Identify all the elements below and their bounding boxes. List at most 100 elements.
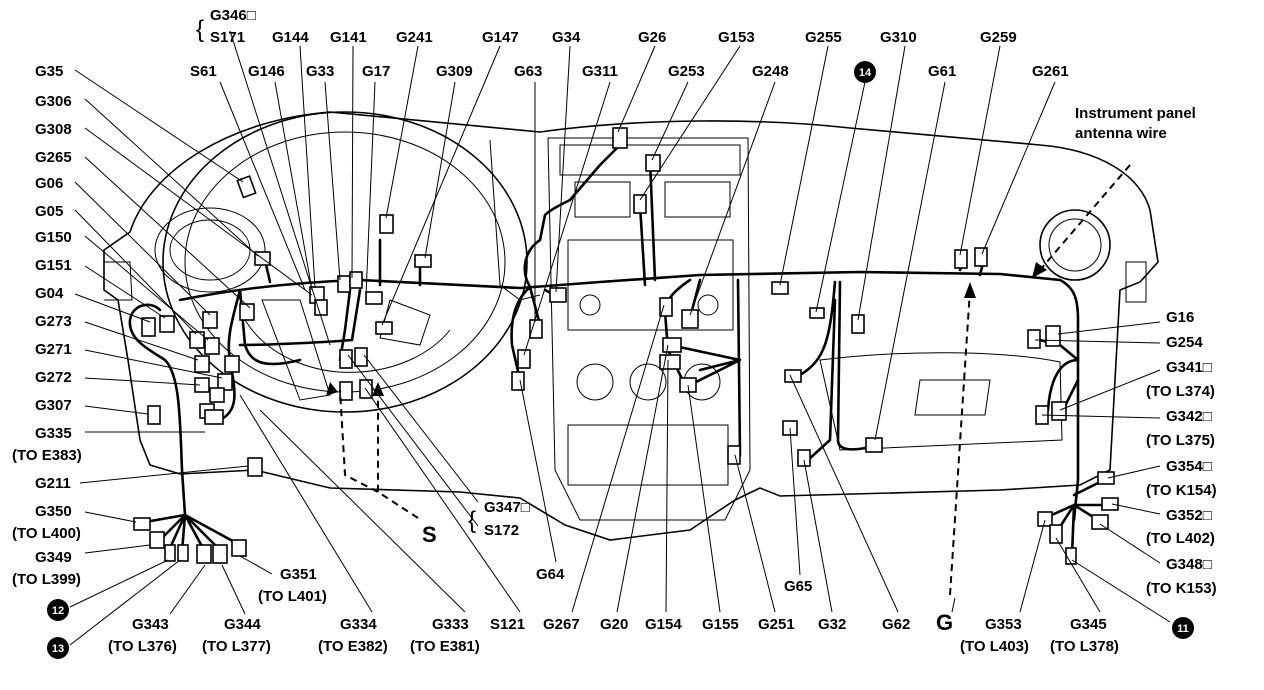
- label-g353-to: (TO L403): [960, 638, 1029, 655]
- label-g153: G153: [718, 29, 755, 46]
- label-g334: G334: [340, 616, 377, 633]
- label-s171: S171: [210, 29, 245, 46]
- label-g333: G333: [432, 616, 469, 633]
- label-g348-to: (TO K153): [1146, 580, 1217, 597]
- label-g65: G65: [784, 578, 812, 595]
- label-g144: G144: [272, 29, 309, 46]
- brace-bottom: {: [468, 507, 476, 534]
- label-g350: G350: [35, 503, 72, 520]
- label-g349: G349: [35, 549, 72, 566]
- label-antenna-line2: antenna wire: [1075, 125, 1167, 142]
- label-g311: G311: [582, 63, 618, 80]
- label-g341-to: (TO L374): [1146, 383, 1215, 400]
- svg-text:11: 11: [1177, 623, 1189, 635]
- label-g154: G154: [645, 616, 682, 633]
- label-g26: G26: [638, 29, 666, 46]
- label-g354: G354□: [1166, 458, 1212, 475]
- label-g351: G351: [280, 566, 317, 583]
- label-g63: G63: [514, 63, 542, 80]
- label-g62: G62: [882, 616, 910, 633]
- callout-12: 12: [47, 599, 69, 621]
- label-g267: G267: [543, 616, 580, 633]
- label-g272: G272: [35, 369, 72, 386]
- label-g32: G32: [818, 616, 846, 633]
- brace-top: {: [196, 16, 204, 43]
- label-g353: G353: [985, 616, 1022, 633]
- callout-13: 13: [47, 637, 69, 659]
- label-g350-to: (TO L400): [12, 525, 81, 542]
- svg-text:12: 12: [52, 605, 64, 617]
- label-g352: G352□: [1166, 507, 1212, 524]
- label-g310: G310: [880, 29, 917, 46]
- label-g352-to: (TO L402): [1146, 530, 1215, 547]
- label-g261: G261: [1032, 63, 1069, 80]
- label-g34: G34: [552, 29, 581, 46]
- label-g351-to: (TO L401): [258, 588, 327, 605]
- label-g346: G346□: [210, 7, 256, 24]
- label-g306: G306: [35, 93, 72, 110]
- label-g35: G35: [35, 63, 63, 80]
- connectors: [133, 127, 1119, 565]
- label-g341: G341□: [1166, 359, 1212, 376]
- label-g211: G211: [35, 475, 71, 492]
- label-g151: G151: [35, 257, 72, 274]
- label-g342-to: (TO L375): [1146, 432, 1215, 449]
- label-s172: S172: [484, 522, 519, 539]
- label-g150: G150: [35, 229, 72, 246]
- dashed-arrows: [326, 164, 1131, 596]
- label-g273: G273: [35, 313, 72, 330]
- label-g61: G61: [928, 63, 956, 80]
- label-g333-to: (TO E381): [410, 638, 480, 655]
- label-g344: G344: [224, 616, 261, 633]
- label-s121: S121: [490, 616, 525, 633]
- label-s61: S61: [190, 63, 217, 80]
- label-g265: G265: [35, 149, 72, 166]
- label-g147: G147: [482, 29, 519, 46]
- label-g354-to: (TO K154): [1146, 482, 1217, 499]
- label-g251: G251: [758, 616, 795, 633]
- label-g259: G259: [980, 29, 1017, 46]
- wire-harness: [128, 138, 1110, 557]
- label-g335: G335: [35, 425, 72, 442]
- label-g155: G155: [702, 616, 739, 633]
- label-g64: G64: [536, 566, 565, 583]
- label-g20: G20: [600, 616, 628, 633]
- svg-text:14: 14: [859, 67, 872, 79]
- label-g254: G254: [1166, 334, 1203, 351]
- label-g343: G343: [132, 616, 169, 633]
- label-antenna-line1: Instrument panel: [1075, 105, 1196, 122]
- label-g05: G05: [35, 203, 63, 220]
- label-g253: G253: [668, 63, 705, 80]
- label-g307: G307: [35, 397, 72, 414]
- marker-s: S: [422, 522, 437, 547]
- label-g146: G146: [248, 63, 285, 80]
- label-g309: G309: [436, 63, 473, 80]
- svg-text:13: 13: [52, 643, 64, 655]
- label-g33: G33: [306, 63, 334, 80]
- label-g335-to: (TO E383): [12, 447, 82, 464]
- label-g345-to: (TO L378): [1050, 638, 1119, 655]
- label-g04: G04: [35, 285, 64, 302]
- label-g255: G255: [805, 29, 842, 46]
- label-g141: G141: [330, 29, 367, 46]
- label-g347: G347□: [484, 499, 530, 516]
- label-g348: G348□: [1166, 556, 1212, 573]
- label-g271: G271: [35, 341, 72, 358]
- label-g349-to: (TO L399): [12, 571, 81, 588]
- label-g06: G06: [35, 175, 63, 192]
- label-g344-to: (TO L377): [202, 638, 271, 655]
- label-g241: G241: [396, 29, 433, 46]
- label-g334-to: (TO E382): [318, 638, 388, 655]
- callout-11: 11: [1172, 617, 1194, 639]
- label-g345: G345: [1070, 616, 1107, 633]
- label-g308: G308: [35, 121, 72, 138]
- marker-g: G: [936, 610, 953, 635]
- callout-14: 14: [854, 61, 876, 83]
- label-g342: G342□: [1166, 408, 1212, 425]
- leader-lines: [69, 30, 1171, 646]
- label-g17: G17: [362, 63, 390, 80]
- label-g16: G16: [1166, 309, 1194, 326]
- label-g248: G248: [752, 63, 789, 80]
